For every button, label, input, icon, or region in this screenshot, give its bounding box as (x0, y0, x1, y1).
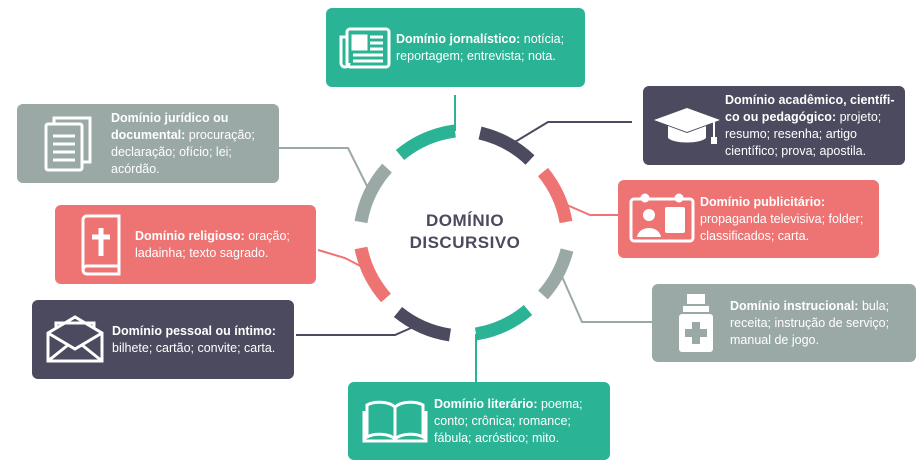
center-title-line1: DOMÍNIO (425, 211, 505, 230)
academico-desc: projeto; resumo; resenha; artigo científ… (725, 109, 882, 158)
medicine-bottle-icon (662, 292, 730, 354)
ring-arc-literario (474, 304, 533, 341)
literario-desc: poema; conto; crônica; romance; fábula; … (434, 396, 583, 445)
billboard-icon (624, 193, 700, 245)
religioso-desc: oração; ladainha; texto sagrado. (135, 228, 290, 260)
jornalistico-title: Domínio jornalístico: (396, 31, 521, 46)
academico-title: Domínio acadêmico, científi-co ou pedagó… (725, 92, 895, 124)
publicitario-title: Domínio publicitário: (700, 194, 825, 209)
ring-arc-juridico (354, 163, 392, 224)
ring-arc-jornalistico (395, 124, 457, 161)
domain-box-juridico: Domínio jurídico ou documental: procuraç… (17, 104, 279, 183)
instrucional-title: Domínio instrucional: (730, 298, 859, 313)
domain-box-publicitario: Domínio publicitário: propaganda televis… (618, 180, 879, 258)
ring-arc-instrucional (538, 248, 574, 300)
juridico-desc: procuração; declaração; ofício; lei; acó… (111, 127, 255, 176)
connector-religioso (317, 249, 373, 273)
ring-arc-religioso (354, 246, 391, 303)
ring-arc-pessoal (393, 306, 452, 342)
ring-arc-academico (478, 126, 535, 165)
connector-instrucional (559, 271, 652, 323)
domain-box-literario: Domínio literário: poema; conto; crônica… (348, 382, 610, 460)
connector-publicitario (559, 201, 618, 216)
domain-box-jornalistico: Domínio jornalístico: notícia; reportage… (326, 8, 585, 87)
pessoal-desc: bilhete; cartão; convite; carta. (112, 340, 276, 355)
domain-box-religioso: Domínio religioso: oração; ladainha; tex… (55, 205, 316, 284)
graduation-cap-icon (649, 104, 725, 148)
literario-title: Domínio literário: (434, 396, 538, 411)
domain-box-pessoal: Domínio pessoal ou íntimo: bilhete; cart… (32, 300, 294, 379)
envelope-icon (38, 314, 112, 365)
center-title-line2: DISCURSIVO (409, 233, 521, 252)
domain-box-instrucional: Domínio instrucional: bula; receita; ins… (652, 284, 916, 362)
juridico-title: Domínio jurídico ou documental: (111, 110, 229, 142)
publicitario-desc: propaganda televisiva; folder; classific… (700, 211, 864, 243)
connector-academico (504, 121, 632, 149)
connector-pessoal (296, 323, 421, 336)
pessoal-title: Domínio pessoal ou íntimo: (112, 323, 276, 338)
center-title: DOMÍNIO DISCURSIVO (395, 210, 535, 254)
bible-icon (67, 214, 135, 276)
ring-arc-publicitario (537, 167, 573, 224)
jornalistico-desc: notícia; reportagem; entrevista; nota. (396, 31, 565, 63)
instrucional-desc: bula; receita; instrução de serviço; man… (730, 298, 890, 347)
newspaper-icon (334, 25, 396, 71)
domain-box-academico: Domínio acadêmico, científi-co ou pedagó… (643, 86, 905, 165)
religioso-title: Domínio religioso: (135, 228, 245, 243)
documents-icon (25, 114, 111, 174)
connector-juridico (279, 147, 371, 193)
open-book-icon (356, 399, 434, 443)
